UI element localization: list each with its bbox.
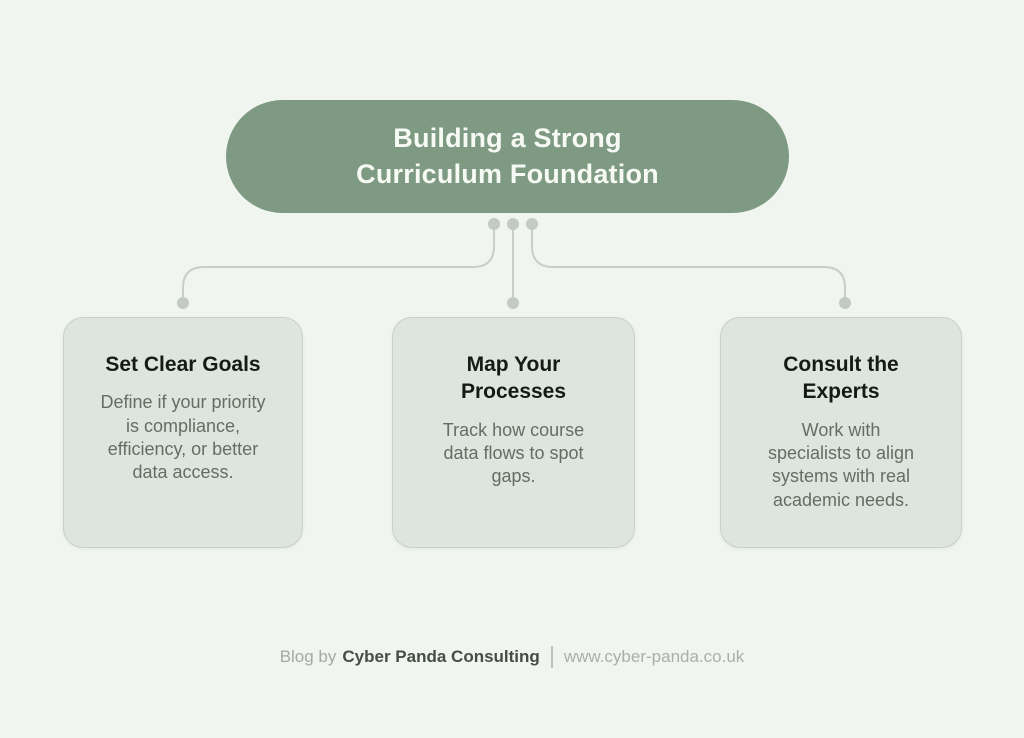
- card-heading: Map Your Processes: [460, 353, 567, 404]
- card-heading: Set Clear Goals: [105, 353, 261, 376]
- connector-dot-top-middle: [507, 218, 519, 230]
- card-map-your-processes: Map Your Processes Track how course data…: [392, 317, 635, 548]
- card-set-clear-goals: Set Clear Goals Define if your priority …: [63, 317, 303, 548]
- connector-right: [531, 225, 846, 298]
- header-title-line1: Building a Strong: [393, 122, 622, 153]
- footer-url: www.cyber-panda.co.uk: [563, 647, 745, 666]
- header-title-line2: Curriculum Foundation: [356, 158, 659, 189]
- footer-brand: Cyber Panda Consulting: [342, 647, 540, 666]
- card-consult-the-experts: Consult the Experts Work with specialist…: [720, 317, 962, 548]
- connector-dot-bottom-left: [177, 297, 189, 309]
- connector-dot-bottom-right: [839, 297, 851, 309]
- connector-left: [182, 225, 495, 298]
- footer-prefix: Blog by: [279, 647, 337, 666]
- footer-credit: Blog by Cyber Panda Consulting www.cyber…: [0, 646, 1024, 668]
- card-heading: Consult the Experts: [783, 353, 899, 404]
- connector-dot-top-left: [488, 218, 500, 230]
- card-body: Track how course data flows to spot gaps…: [442, 419, 585, 487]
- footer-divider: [550, 646, 553, 668]
- card-body: Work with specialists to align systems w…: [767, 419, 915, 510]
- card-body: Define if your priority is compliance, e…: [100, 392, 266, 483]
- header-pill: Building a Strong Curriculum Foundation: [226, 100, 789, 213]
- connector-dot-bottom-middle: [507, 297, 519, 309]
- connector-dot-top-right: [526, 218, 538, 230]
